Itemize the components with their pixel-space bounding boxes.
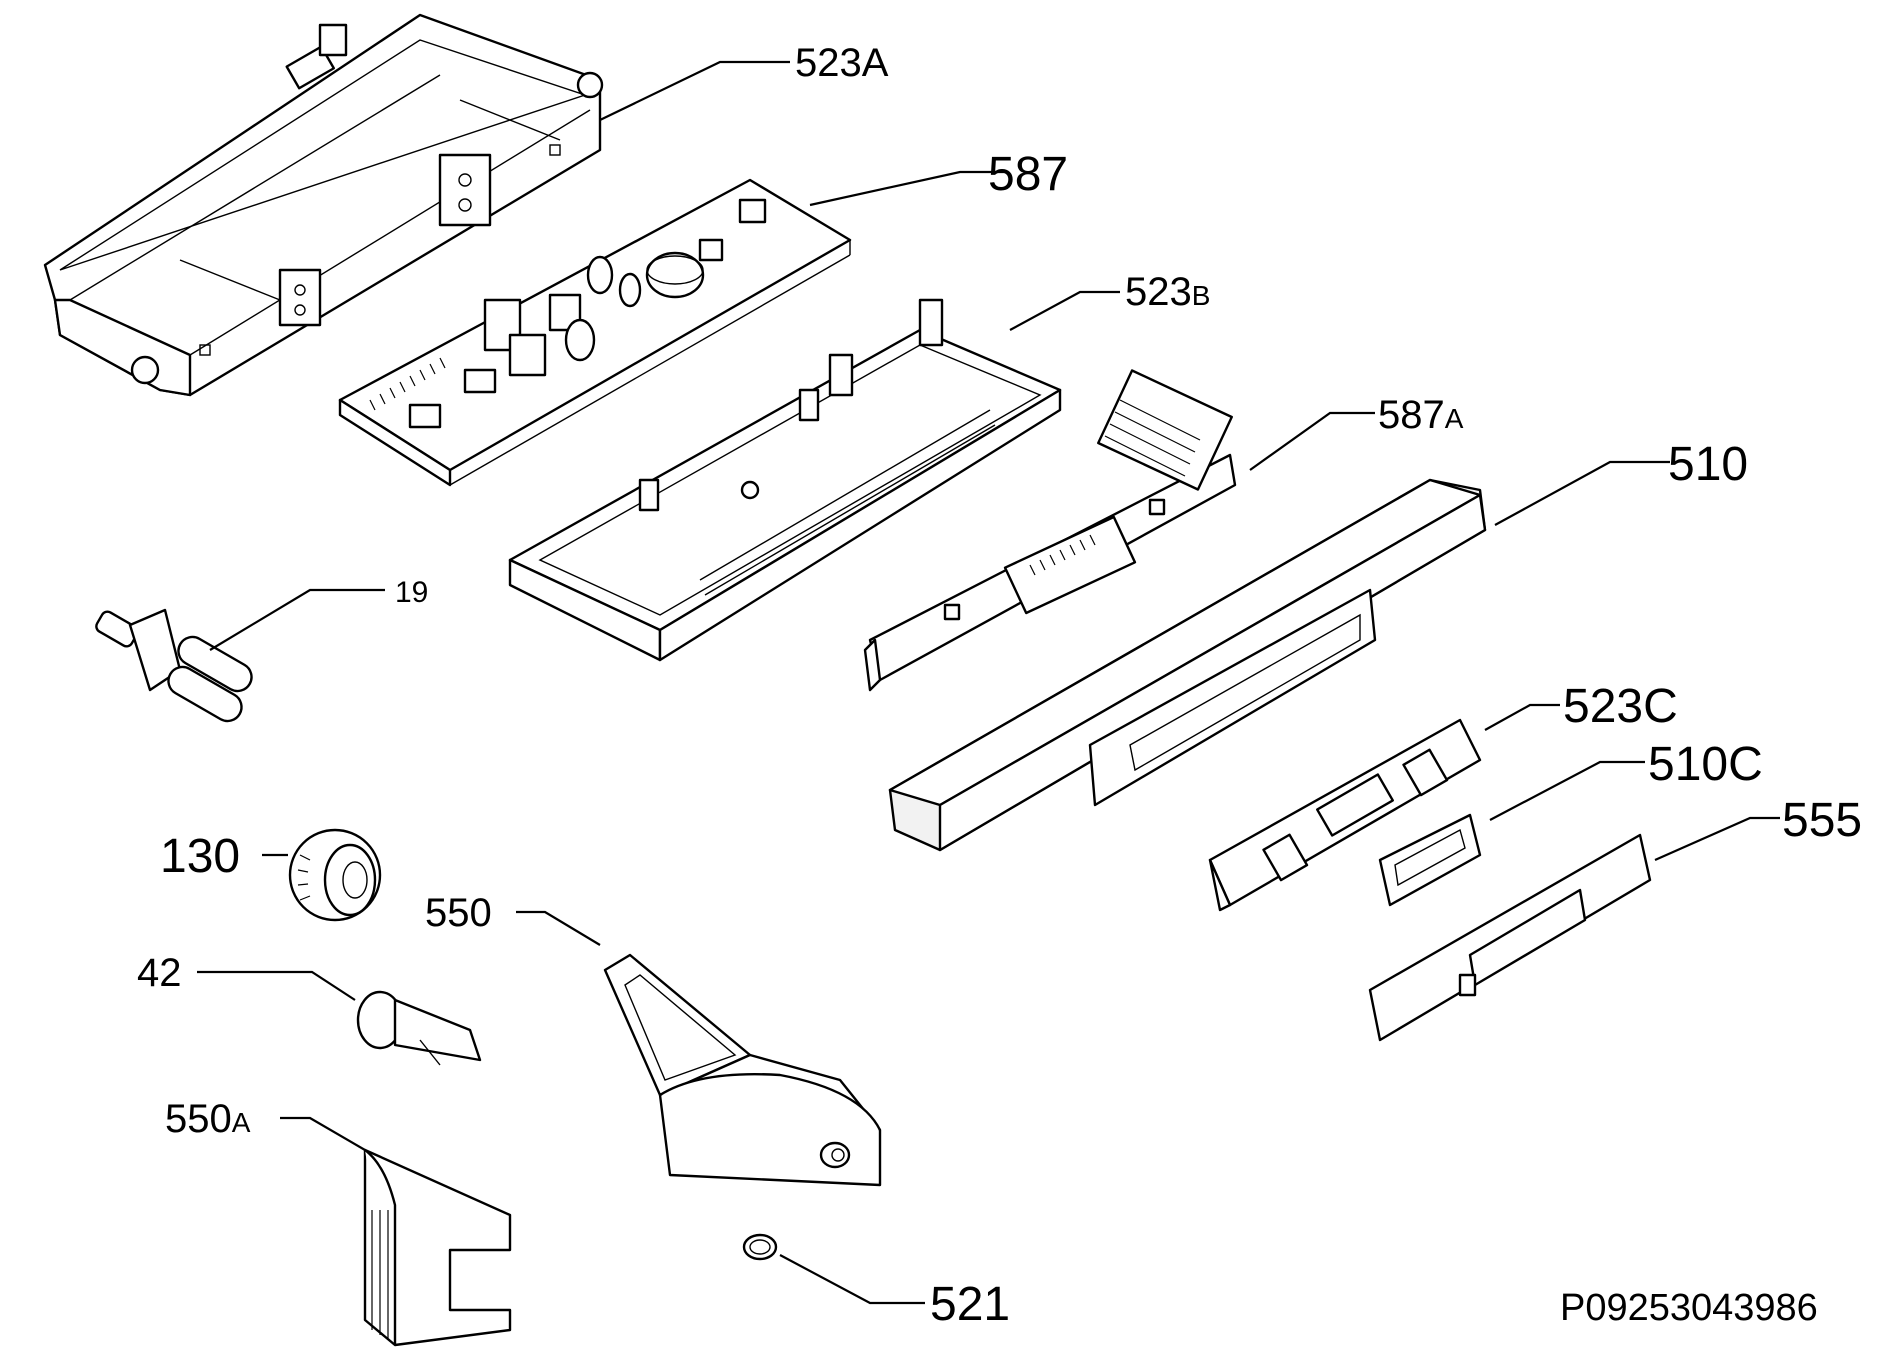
leader-510c bbox=[1489, 760, 1645, 821]
leader-510 bbox=[1494, 460, 1670, 526]
leader-523a bbox=[599, 60, 790, 121]
callout-523a: 523A bbox=[795, 41, 889, 85]
callout-510: 510 bbox=[1668, 438, 1748, 491]
part-550a-end-cap bbox=[363, 1148, 512, 1347]
part-42-connector bbox=[356, 990, 482, 1066]
leader-550a bbox=[280, 1116, 366, 1151]
callout-550: 550 bbox=[425, 891, 492, 935]
leader-587 bbox=[809, 170, 1005, 207]
callout-19: 19 bbox=[395, 576, 428, 609]
callout-523b: 523B bbox=[1125, 270, 1210, 314]
callout-550a: 550A bbox=[165, 1097, 251, 1141]
callout-42: 42 bbox=[137, 951, 182, 995]
part-19-lamp bbox=[95, 608, 253, 723]
part-523c-switch-holder bbox=[1208, 718, 1482, 912]
part-523b-frame bbox=[508, 298, 1062, 662]
leader-550 bbox=[516, 910, 601, 946]
part-510c-window bbox=[1378, 813, 1482, 907]
leader-lines bbox=[197, 60, 1780, 1305]
drawing-code: P09253043986 bbox=[1560, 1287, 1818, 1329]
part-130-knob bbox=[288, 828, 382, 922]
callout-523c: 523C bbox=[1563, 680, 1678, 733]
part-587a-display-board bbox=[863, 369, 1237, 692]
part-510-fascia bbox=[888, 478, 1487, 852]
callout-587a: 587A bbox=[1378, 393, 1464, 437]
part-550-handle bbox=[603, 953, 882, 1187]
leader-523c bbox=[1484, 703, 1560, 731]
callout-130: 130 bbox=[160, 830, 240, 883]
callout-587: 587 bbox=[988, 148, 1068, 201]
part-587-pcb bbox=[338, 178, 852, 487]
callout-521: 521 bbox=[930, 1278, 1010, 1331]
part-521-oring bbox=[742, 1233, 778, 1261]
leader-523b bbox=[1009, 290, 1120, 331]
part-523a-housing bbox=[43, 13, 604, 397]
callout-555: 555 bbox=[1782, 794, 1862, 847]
leader-587a bbox=[1249, 411, 1375, 471]
leader-19 bbox=[209, 588, 385, 651]
part-555-button-strip bbox=[1368, 833, 1652, 1042]
leader-42 bbox=[197, 970, 356, 1001]
callout-510c: 510C bbox=[1648, 738, 1763, 791]
leader-521 bbox=[779, 1254, 925, 1305]
callout-labels: 523A 587 523B 587A 510 19 523C 510C 555 … bbox=[137, 41, 1862, 1331]
leader-555 bbox=[1654, 816, 1780, 862]
